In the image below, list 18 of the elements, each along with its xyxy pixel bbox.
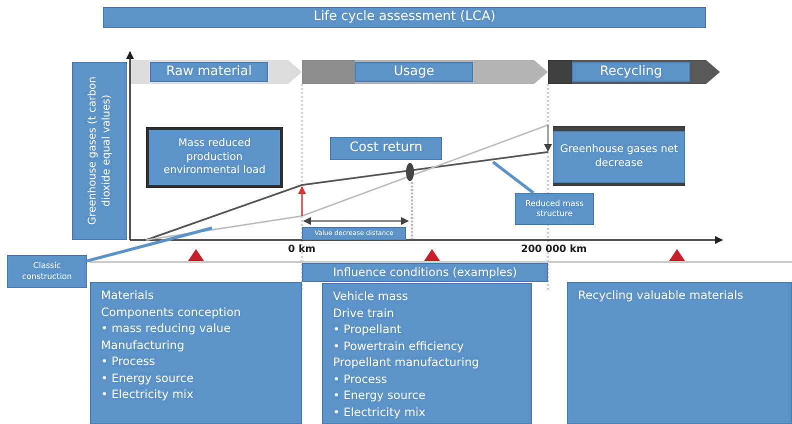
leader-line — [492, 160, 534, 194]
axis-tick-label: 200 000 km — [521, 244, 587, 255]
callout-box: Greenhouse gases net decrease — [553, 131, 685, 183]
phase-label: Recycling — [572, 62, 690, 82]
text-panel: Materials Components conception • mass reducing value Manufacturing • Process • Energy source • Electricity mix — [90, 282, 302, 424]
phase-label: Raw material — [150, 62, 268, 82]
callout-box: Cost return — [330, 137, 442, 160]
axis-title: Greenhouse gases (t carbon dioxide equal values) — [72, 62, 127, 240]
callout-box: Reduced mass structure — [515, 193, 594, 225]
section-header: Influence conditions (examples) — [302, 263, 548, 282]
callout-box: Mass reduced production environmental load — [146, 127, 283, 188]
axis-tick-label: 0 km — [288, 244, 316, 255]
text-panel: Recycling valuable materials — [567, 282, 792, 424]
phase-label: Usage — [355, 62, 473, 82]
callout-box: Classic construction — [7, 255, 87, 288]
leader-line — [86, 226, 212, 262]
text-panel: Vehicle mass Drive train • Propellant • Powertrain efficiency Propellant manufacturing • Process • Energy source • Electricity mix — [322, 283, 532, 424]
title-banner: Life cycle assessment (LCA) — [103, 7, 706, 28]
